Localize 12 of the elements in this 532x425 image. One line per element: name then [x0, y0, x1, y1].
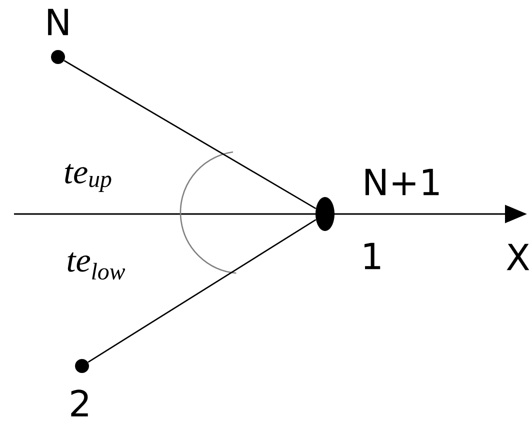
axis-label: X	[506, 244, 530, 270]
line	[64, 60, 316, 210]
point-marker	[75, 358, 89, 373]
point-label: 2	[71, 390, 88, 416]
point-marker	[316, 197, 334, 231]
angle-label: te$_{up}$	[65, 164, 112, 192]
point-label: 1	[364, 242, 380, 270]
line	[88, 219, 316, 363]
point-label: N	[48, 8, 68, 36]
point-label: N+1	[366, 168, 439, 196]
angle-label: te$_{low}$	[68, 252, 126, 280]
point-marker	[51, 50, 65, 64]
